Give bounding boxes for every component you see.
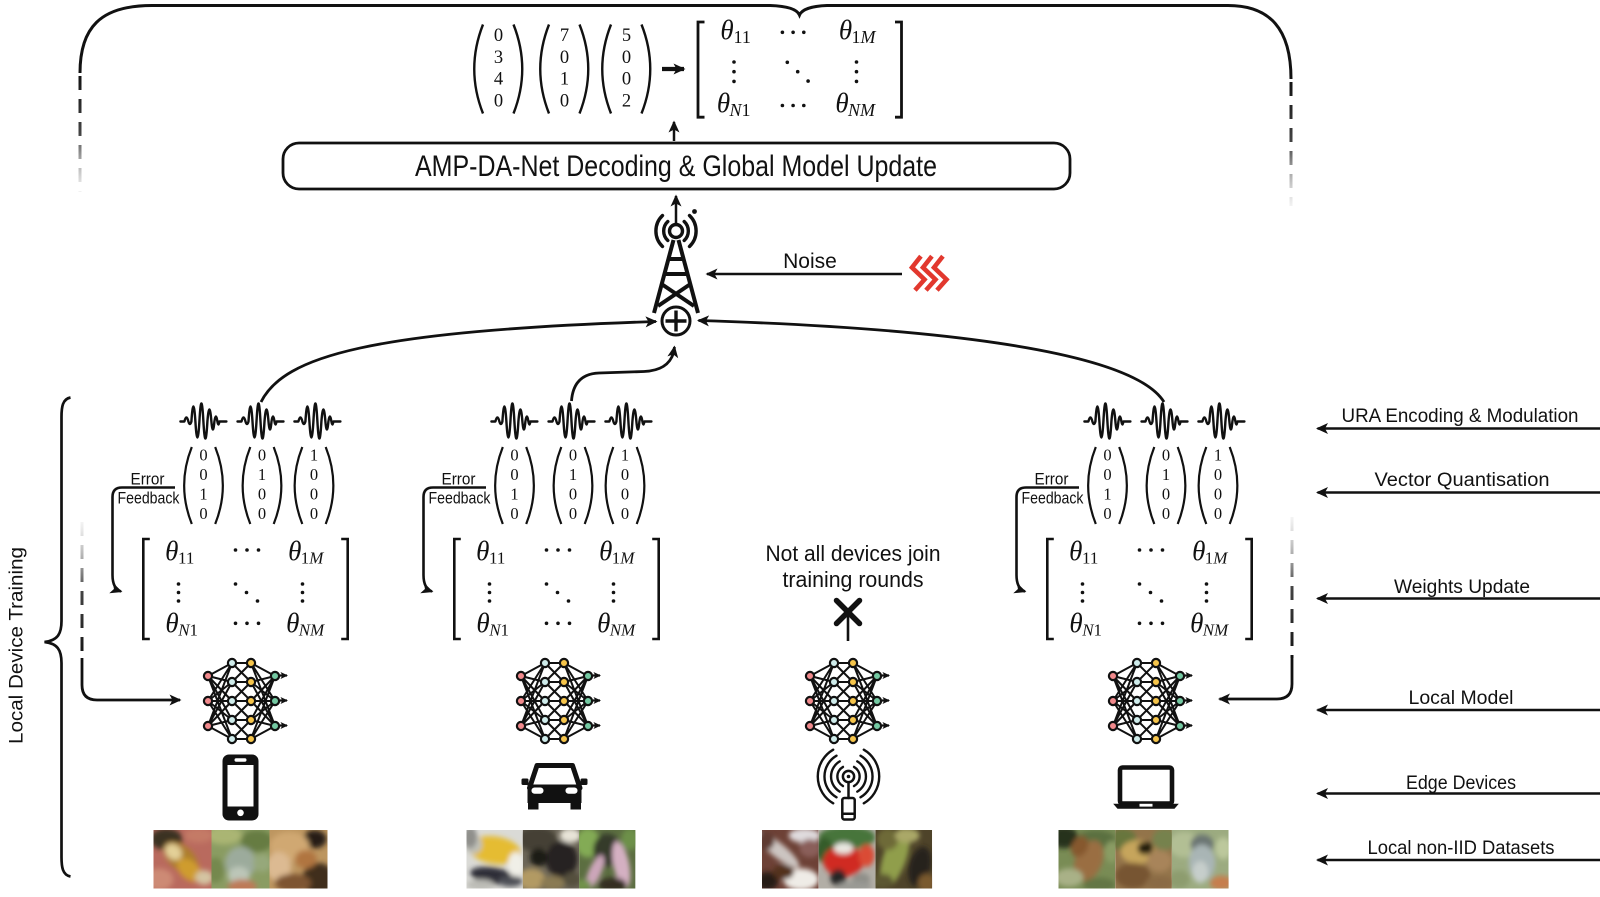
svg-text:0: 0 [494,91,503,111]
svg-text:0: 0 [199,504,207,523]
svg-text:θ: θ [835,88,848,118]
svg-text:0: 0 [258,484,266,503]
svg-text:Edge Devices: Edge Devices [1406,773,1516,794]
svg-text:Not all devices join: Not all devices join [766,541,941,566]
svg-text:7: 7 [560,26,569,46]
svg-text:NM: NM [298,621,325,640]
svg-text:Vector Quantisation: Vector Quantisation [1375,470,1550,491]
svg-text:URA Encoding & Modulation: URA Encoding & Modulation [1342,406,1579,427]
svg-text:Noise: Noise [783,250,837,273]
svg-text:Local non-IID Datasets: Local non-IID Datasets [1368,838,1555,859]
svg-text:N1: N1 [177,621,198,640]
svg-text:3: 3 [494,48,503,68]
svg-text:1: 1 [560,70,569,90]
svg-text:0: 0 [199,465,207,484]
svg-text:2: 2 [622,91,631,111]
svg-text:θ: θ [165,536,178,566]
svg-text:11: 11 [178,549,194,568]
svg-text:1: 1 [310,445,318,464]
svg-text:0: 0 [310,484,318,503]
svg-text:0: 0 [560,48,569,68]
svg-text:Feedback: Feedback [118,489,180,508]
svg-text:AMP-DA-Net Decoding & Global M: AMP-DA-Net Decoding & Global Model Updat… [415,150,937,183]
svg-text:0: 0 [258,504,266,523]
svg-text:Weights Update: Weights Update [1394,577,1530,598]
svg-text:Local Device Training: Local Device Training [6,547,28,744]
svg-text:0: 0 [622,70,631,90]
svg-text:0: 0 [258,445,266,464]
svg-text:θ: θ [717,88,730,118]
svg-text:1: 1 [199,484,207,503]
svg-text:0: 0 [560,91,569,111]
svg-text:Error: Error [131,470,165,489]
svg-text:0: 0 [494,26,503,46]
svg-text:0: 0 [622,48,631,68]
svg-text:training rounds: training rounds [783,567,924,592]
svg-text:Local Model: Local Model [1409,688,1514,709]
svg-text:0: 0 [310,465,318,484]
svg-text:1M: 1M [301,549,325,568]
svg-text:1M: 1M [852,27,877,47]
svg-text:NM: NM [847,100,876,120]
svg-text:θ: θ [165,608,178,638]
svg-text:N1: N1 [729,100,751,120]
svg-text:θ: θ [286,608,299,638]
svg-text:11: 11 [734,27,751,47]
svg-text:θ: θ [839,15,852,45]
svg-text:5: 5 [622,26,631,46]
svg-text:0: 0 [199,445,207,464]
svg-text:4: 4 [494,70,503,90]
svg-text:0: 0 [310,504,318,523]
svg-text:θ: θ [720,15,733,45]
svg-text:θ: θ [288,536,301,566]
svg-text:1: 1 [258,465,266,484]
